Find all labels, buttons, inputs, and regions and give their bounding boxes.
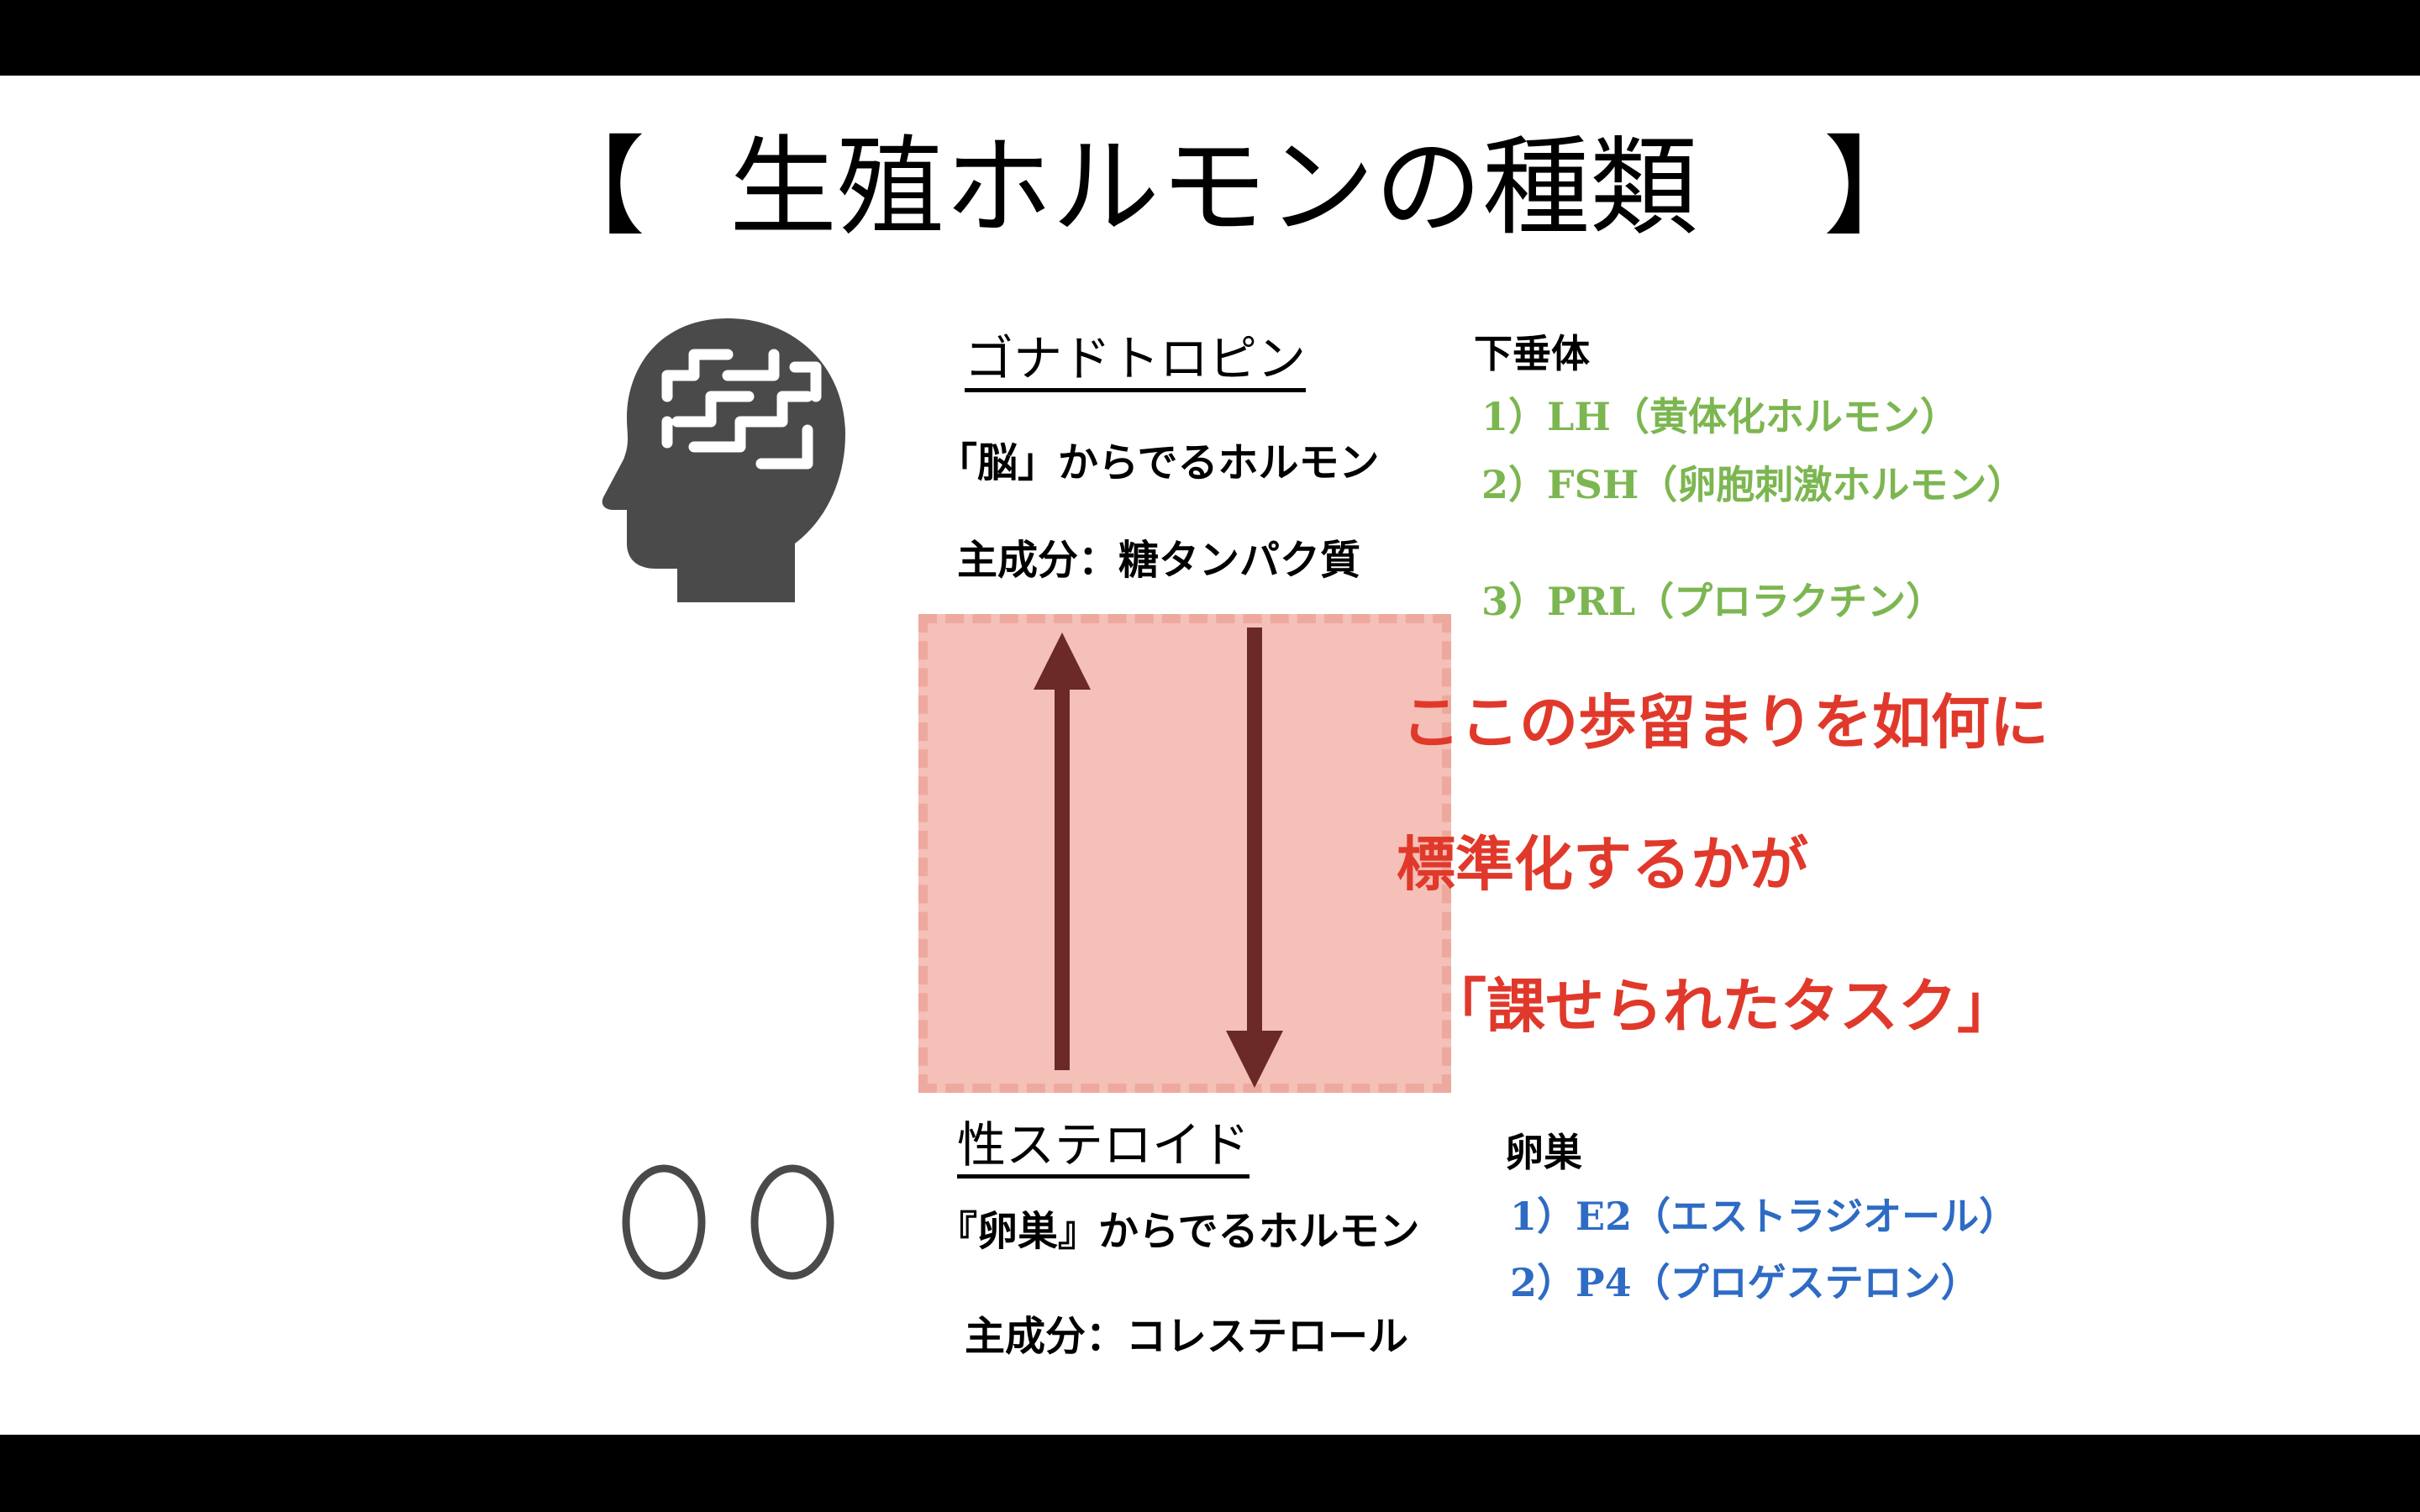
steroid-heading: 性ステロイド [957, 1121, 1250, 1179]
head-brain-icon [602, 318, 845, 602]
pituitary-label: 下垂体 [1474, 331, 1590, 376]
callout-line-3: 「課せられたタスク」 [1428, 972, 2016, 1041]
steroid-component: 主成分：コレステロール [965, 1313, 1409, 1360]
up-arrow [1034, 633, 1091, 1070]
title-open-bracket: 【 [538, 125, 646, 250]
title-close-bracket: 】 [1823, 125, 1932, 250]
hormone-lh: 1）LH（黄体化ホルモン） [1481, 394, 1959, 439]
highlight-box [918, 614, 1451, 1093]
callout-line-2: 標準化するかが [1397, 830, 1808, 899]
hormone-fsh: 2）FSH（卵胞刺激ホルモン） [1481, 462, 2026, 507]
egg-icon [622, 1164, 706, 1280]
callout-line-1: ここの歩留まりを如何に [1402, 688, 2049, 757]
gonadotropin-component: 主成分：糖タンパク質 [957, 537, 1361, 584]
bottom-letterbox [0, 1435, 2420, 1512]
hormone-p4: 2）P4（プロゲステロン） [1510, 1260, 1980, 1305]
gonadotropin-source: 「脳」からでるホルモン [937, 439, 1380, 486]
down-arrow [1226, 627, 1283, 1088]
egg-icon [750, 1164, 834, 1280]
ovary-label: 卵巣 [1505, 1130, 1582, 1175]
hormone-prl: 3）PRL（プロラクチン） [1481, 579, 1945, 624]
arrows [1034, 627, 1283, 1088]
hormone-e2: 1）E2（エストラジオール） [1510, 1194, 2018, 1239]
slide-title: 生殖ホルモンの種類 [729, 125, 1698, 250]
steroid-source: 『卵巣』からでるホルモン [937, 1208, 1420, 1255]
gonadotropin-heading: ゴナドトロピン [965, 334, 1307, 392]
top-letterbox [0, 0, 2420, 76]
